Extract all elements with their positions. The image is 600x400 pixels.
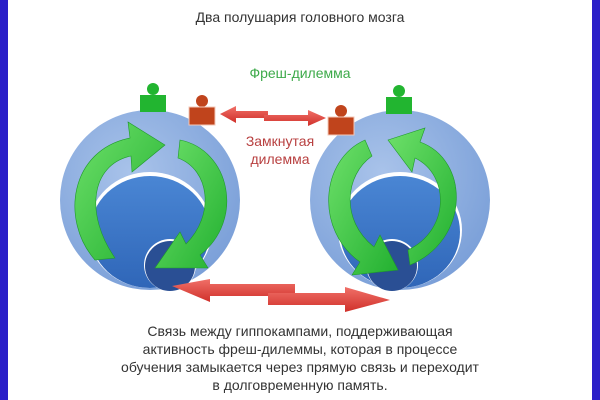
right-green-arrow-down-icon xyxy=(328,139,399,276)
diagram-title: Два полушария головного мозга xyxy=(195,9,405,25)
caption-line1: Связь между гиппокампами, поддерживающая xyxy=(147,323,453,339)
closed-dilemma-line1: Замкнутая xyxy=(245,133,315,149)
caption-line3: обучения замыкается через прямую связь и… xyxy=(121,359,479,375)
frame-border-right xyxy=(592,0,600,400)
diagram-caption: Связь между гиппокампами, поддерживающая… xyxy=(90,322,510,394)
caption-line2: активность фреш-дилеммы, которая в проце… xyxy=(142,341,458,357)
right-hemisphere xyxy=(310,110,490,291)
frame-border-left xyxy=(0,0,8,400)
closed-dilemma-label: Замкнутая дилемма xyxy=(232,132,328,168)
hippocampus-link-arrow-icon xyxy=(172,279,390,312)
left-green-arrow-up-icon xyxy=(74,121,166,261)
left-green-arrow-down-icon xyxy=(154,139,228,269)
left-red-figure-icon xyxy=(188,95,216,126)
right-green-arrow-up-icon xyxy=(387,127,457,266)
right-green-figure-icon xyxy=(386,85,412,114)
closed-dilemma-line2: дилемма xyxy=(250,151,310,167)
closed-dilemma-arrow-icon xyxy=(220,106,326,126)
left-hemisphere xyxy=(60,110,240,291)
left-green-figure-icon xyxy=(140,83,166,112)
fresh-dilemma-label: Фреш-дилемма xyxy=(249,65,351,81)
caption-line4: в долговременную память. xyxy=(212,377,388,393)
right-red-figure-icon xyxy=(327,105,355,136)
